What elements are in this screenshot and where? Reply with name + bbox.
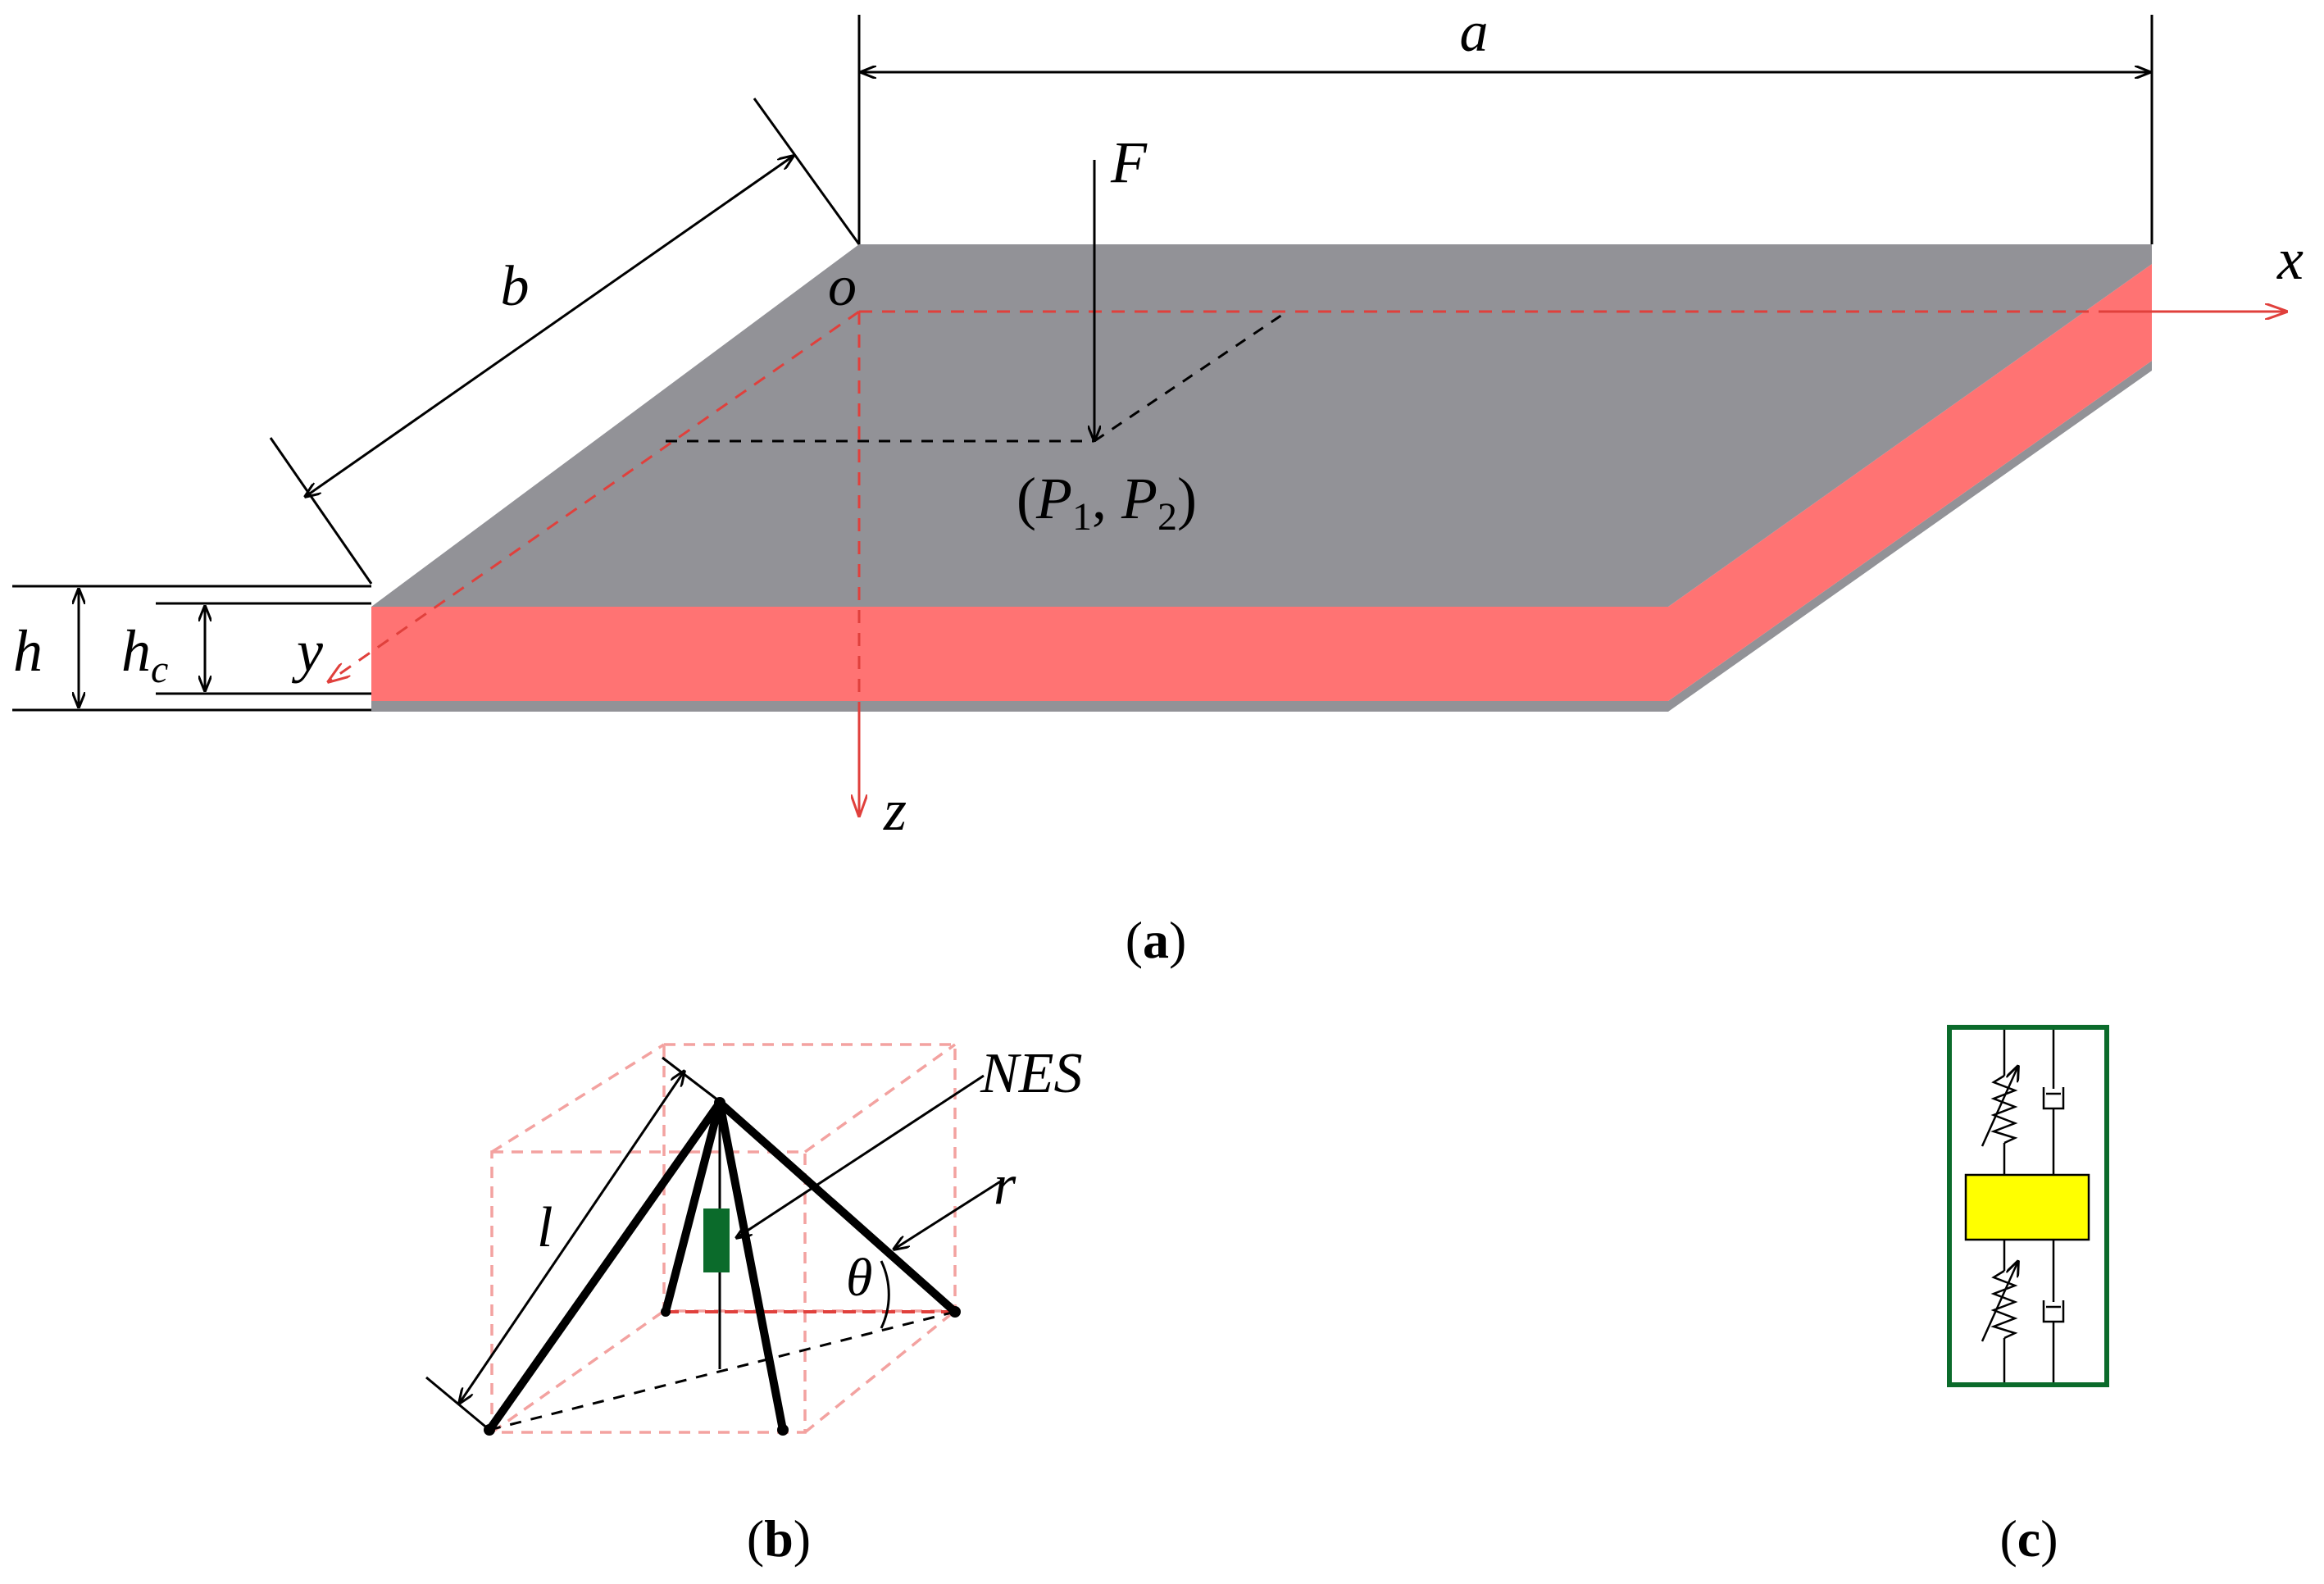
label-x-axis: x — [2276, 226, 2304, 292]
panel-c-nes-model: (c) — [1947, 1025, 2109, 1568]
label-origin-o: o — [828, 255, 857, 318]
dimension-a — [857, 15, 2153, 244]
panel-a-sandwich-plate: a b F o x y z h hc (P1, P2) (a) — [12, 1, 2304, 969]
base-diagonal — [489, 1310, 956, 1432]
nes-leader — [736, 1074, 985, 1238]
nonlinear-spring-top — [1981, 1066, 2018, 1147]
label-r: r — [994, 1154, 1016, 1217]
panel-b-pyramidal-truss-nes: l NES r θ (b) — [425, 1042, 1082, 1568]
damper-bottom — [2042, 1300, 2065, 1323]
caption-b: (b) — [747, 1509, 811, 1568]
caption-a: (a) — [1126, 911, 1187, 969]
label-b: b — [501, 255, 530, 318]
dimension-h-hc — [12, 585, 371, 712]
label-y-axis: y — [291, 618, 323, 684]
label-F: F — [1110, 130, 1148, 195]
y-axis-line — [328, 310, 860, 682]
nes-mass — [1964, 1173, 2090, 1241]
theta-angle-arc — [880, 1260, 890, 1329]
label-l: l — [537, 1196, 553, 1259]
damper-top — [2042, 1087, 2065, 1110]
nes-connection-lines — [2003, 1030, 2055, 1382]
plate-core-side — [371, 264, 2152, 701]
load-projection-y — [1094, 310, 1288, 443]
nes-device — [703, 1208, 730, 1272]
r-leader — [894, 1179, 1003, 1249]
label-theta: θ — [846, 1248, 872, 1308]
plate-top-face — [371, 244, 2152, 607]
caption-c: (c) — [1999, 1509, 2058, 1568]
label-h: h — [13, 618, 43, 684]
dimension-b — [269, 98, 861, 585]
label-NES: NES — [980, 1042, 1082, 1105]
label-hc: hc — [121, 618, 168, 691]
label-a: a — [1460, 1, 1489, 64]
label-load-point: (P1, P2) — [1016, 466, 1197, 539]
nonlinear-spring-bottom — [1981, 1261, 2018, 1342]
label-z-axis: z — [883, 777, 907, 843]
dimension-l — [425, 1056, 722, 1432]
